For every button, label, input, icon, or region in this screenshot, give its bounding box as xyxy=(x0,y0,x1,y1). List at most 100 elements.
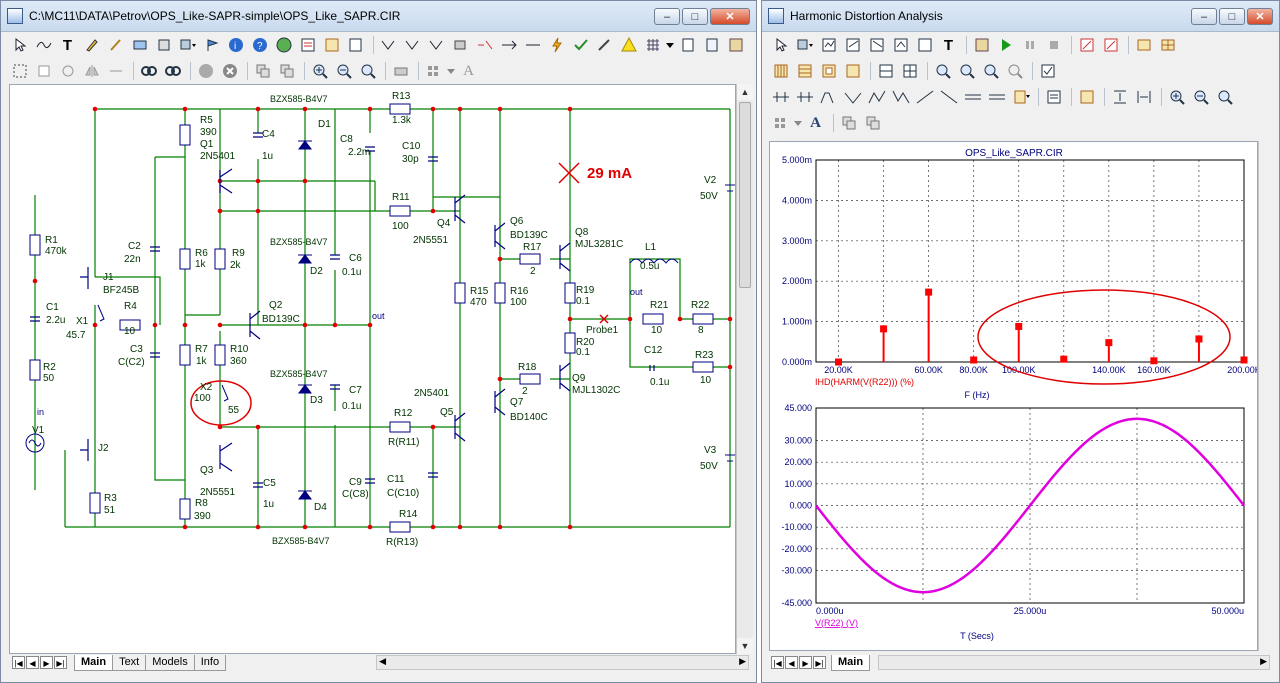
analysis-titlebar[interactable]: Harmonic Distortion Analysis – □ ✕ xyxy=(762,1,1279,32)
wave-icon-1[interactable] xyxy=(770,87,791,107)
condition-icon[interactable] xyxy=(474,35,495,55)
info-icon[interactable]: i xyxy=(225,35,246,55)
check-list-icon[interactable] xyxy=(1037,61,1058,81)
zoom-b-icon[interactable] xyxy=(956,61,977,81)
scroll-thumb[interactable] xyxy=(739,102,751,288)
prev-page-icon[interactable]: ◀ xyxy=(26,656,39,669)
axis-icon-2[interactable] xyxy=(899,61,920,81)
minimize-button[interactable]: – xyxy=(654,7,680,25)
scroll-left-icon[interactable]: ◀ xyxy=(379,656,386,666)
pause-icon[interactable] xyxy=(1019,35,1040,55)
maximize-button[interactable]: □ xyxy=(682,7,708,25)
zoom-in-icon[interactable] xyxy=(309,61,330,81)
select-all-icon[interactable] xyxy=(9,61,30,81)
wave-icon-10[interactable] xyxy=(986,87,1007,107)
run-icon[interactable] xyxy=(995,35,1016,55)
first-page-icon[interactable]: |◀ xyxy=(12,656,25,669)
stack-icon-4[interactable] xyxy=(842,61,863,81)
rotate-icon[interactable] xyxy=(57,61,78,81)
check-icon[interactable] xyxy=(570,35,591,55)
graph-icon-1[interactable] xyxy=(818,35,839,55)
pencil-icon[interactable] xyxy=(81,35,102,55)
dropdown-arrow-icon[interactable] xyxy=(666,35,674,55)
list-icon[interactable] xyxy=(297,35,318,55)
table-icon[interactable] xyxy=(321,35,342,55)
properties-dialog-icon[interactable] xyxy=(971,35,992,55)
schematic-vscroll[interactable]: ▲ ▼ xyxy=(736,84,753,654)
next-page-icon[interactable]: ▶ xyxy=(40,656,53,669)
stack-icon-2[interactable] xyxy=(794,61,815,81)
plot-zoom-out-icon[interactable] xyxy=(1190,87,1211,107)
analysis-dropdown-icon[interactable] xyxy=(794,113,802,133)
scale-icon-2[interactable] xyxy=(1157,35,1178,55)
brush-icon[interactable] xyxy=(105,35,126,55)
analysis-text-icon[interactable]: T xyxy=(943,36,954,54)
paste-icon[interactable] xyxy=(276,61,297,81)
schematic-hscroll[interactable]: ◀ ▶ xyxy=(376,655,749,670)
analysis-dots-grid-icon[interactable] xyxy=(770,113,791,133)
axis-icon-1[interactable] xyxy=(875,61,896,81)
zoom-fit-icon[interactable] xyxy=(357,61,378,81)
analysis-first-page-icon[interactable]: |◀ xyxy=(771,656,784,669)
grid-icon[interactable] xyxy=(642,35,663,55)
wave-icon-7[interactable] xyxy=(914,87,935,107)
print-icon[interactable] xyxy=(390,61,411,81)
page-icon[interactable] xyxy=(677,35,698,55)
wave-icon-2[interactable] xyxy=(794,87,815,107)
list-view-icon[interactable] xyxy=(1043,87,1064,107)
scroll-down-icon[interactable]: ▼ xyxy=(737,638,753,654)
analysis-font-icon[interactable]: A xyxy=(810,114,821,131)
text-tool-icon[interactable]: T xyxy=(62,36,73,54)
wave-icon-9[interactable] xyxy=(962,87,983,107)
wire-tool-icon[interactable] xyxy=(33,35,54,55)
plot-zoom-fit-icon[interactable] xyxy=(1214,87,1235,107)
properties-icon[interactable] xyxy=(725,35,746,55)
cursor-mode-icon-2[interactable] xyxy=(1100,35,1121,55)
analysis-paste-icon[interactable] xyxy=(862,113,883,133)
analysis-maximize-button[interactable]: □ xyxy=(1219,7,1245,25)
analysis-close-button[interactable]: ✕ xyxy=(1247,7,1273,25)
cancel-icon[interactable] xyxy=(219,61,240,81)
graph-icon-2[interactable] xyxy=(842,35,863,55)
tab-models[interactable]: Models xyxy=(145,654,195,671)
fit-icon-2[interactable] xyxy=(1133,87,1154,107)
pin-icon[interactable] xyxy=(522,35,543,55)
graph-icon-4[interactable] xyxy=(890,35,911,55)
help-icon[interactable]: ? xyxy=(249,35,270,55)
analysis-tab-main[interactable]: Main xyxy=(831,654,871,671)
cursor-mode-icon[interactable] xyxy=(1076,35,1097,55)
dropdown-icon[interactable] xyxy=(177,35,198,55)
graph-icon-3[interactable] xyxy=(866,35,887,55)
component-icon[interactable] xyxy=(129,35,150,55)
wave-icon-4[interactable] xyxy=(842,87,863,107)
pin-connect-icon[interactable] xyxy=(498,35,519,55)
edit-doc-icon[interactable] xyxy=(345,35,366,55)
analysis-prev-page-icon[interactable]: ◀ xyxy=(785,656,798,669)
currents-icon[interactable] xyxy=(426,35,447,55)
dots-grid-icon[interactable] xyxy=(423,61,444,81)
tab-info[interactable]: Info xyxy=(193,654,227,671)
analysis-minimize-button[interactable]: – xyxy=(1191,7,1217,25)
node-numbers-icon[interactable] xyxy=(378,35,399,55)
lightning-icon[interactable] xyxy=(546,35,567,55)
warning-icon[interactable] xyxy=(618,35,639,55)
clipboard-icon[interactable] xyxy=(1010,87,1031,107)
wave-icon-3[interactable] xyxy=(818,87,839,107)
node-voltages-icon[interactable] xyxy=(402,35,423,55)
last-page-icon[interactable]: ▶| xyxy=(54,656,67,669)
wave-icon-5[interactable] xyxy=(866,87,887,107)
page-setup-icon[interactable] xyxy=(701,35,722,55)
zoom-out-icon[interactable] xyxy=(333,61,354,81)
globe-icon[interactable] xyxy=(273,35,294,55)
scroll-right-icon[interactable]: ▶ xyxy=(739,656,746,666)
analysis-copy-icon[interactable] xyxy=(838,113,859,133)
stack-icon-3[interactable] xyxy=(818,61,839,81)
scroll-up-icon[interactable]: ▲ xyxy=(737,84,753,100)
mirror-icon[interactable] xyxy=(81,61,102,81)
tab-main[interactable]: Main xyxy=(74,654,114,671)
analysis-model-icon[interactable] xyxy=(794,35,815,55)
font-icon[interactable]: A xyxy=(463,62,474,79)
analysis-last-page-icon[interactable]: ▶| xyxy=(813,656,826,669)
probe-icon[interactable] xyxy=(594,35,615,55)
